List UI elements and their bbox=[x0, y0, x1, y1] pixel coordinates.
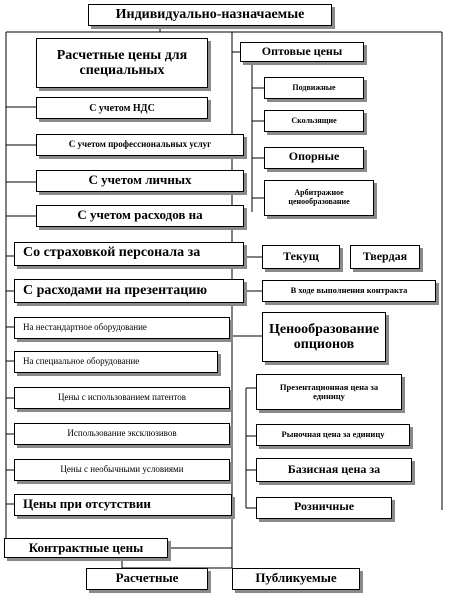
node-fixed: Твердая bbox=[350, 245, 420, 269]
node-patents: Цены с использованием патентов bbox=[14, 387, 230, 409]
node-presentation-costs: С расходами на презентацию bbox=[14, 279, 244, 303]
node-reference: Опорные bbox=[264, 147, 364, 169]
title-box: Индивидуально-назначаемые bbox=[88, 4, 332, 26]
left-header-text: Расчетные цены для специальных bbox=[56, 47, 188, 78]
node-arbitrage: Арбитражное ценообразование bbox=[264, 180, 374, 216]
node-exclusives: Использование эксклюзивов bbox=[14, 423, 230, 445]
node-market-price: Рыночная цена за единицу bbox=[256, 424, 410, 446]
title-text: Индивидуально-назначаемые bbox=[115, 7, 305, 22]
node-professional-services: С учетом профессиональных услуг bbox=[36, 134, 244, 156]
node-current: Текущ bbox=[262, 245, 340, 269]
node-retail: Розничные bbox=[256, 497, 392, 519]
right-header-text: Оптовые цены bbox=[261, 44, 343, 59]
node-staff-insurance: Со страховкой персонала за bbox=[14, 242, 244, 266]
node-absence: Цены при отсутствии bbox=[14, 494, 232, 516]
node-options-pricing: Ценообразование опционов bbox=[262, 312, 386, 362]
node-published: Публикуемые bbox=[232, 568, 360, 590]
node-moving: Подвижные bbox=[264, 77, 364, 99]
node-unusual-conditions: Цены с необычными условиями bbox=[14, 459, 230, 481]
left-header-box: Расчетные цены для специальных bbox=[36, 38, 208, 88]
node-special-equipment: На специальное оборудование bbox=[14, 351, 218, 373]
contract-header-text: Контрактные цены bbox=[28, 540, 144, 555]
node-sliding: Скользящие bbox=[264, 110, 364, 132]
node-base-price: Базисная цена за bbox=[256, 458, 412, 482]
node-personal: С учетом личных bbox=[36, 170, 244, 192]
node-vat: С учетом НДС bbox=[36, 97, 208, 119]
node-nonstandard-equipment: На нестандартное оборудование bbox=[14, 317, 230, 339]
node-expenses: С учетом расходов на bbox=[36, 205, 244, 227]
node-presentation-price: Презентационная цена за единицу bbox=[256, 374, 402, 410]
node-during-contract: В ходе выполнения контракта bbox=[262, 280, 436, 302]
node-calculated: Расчетные bbox=[86, 568, 208, 590]
right-header-box: Оптовые цены bbox=[240, 42, 364, 62]
contract-header-box: Контрактные цены bbox=[4, 538, 168, 558]
